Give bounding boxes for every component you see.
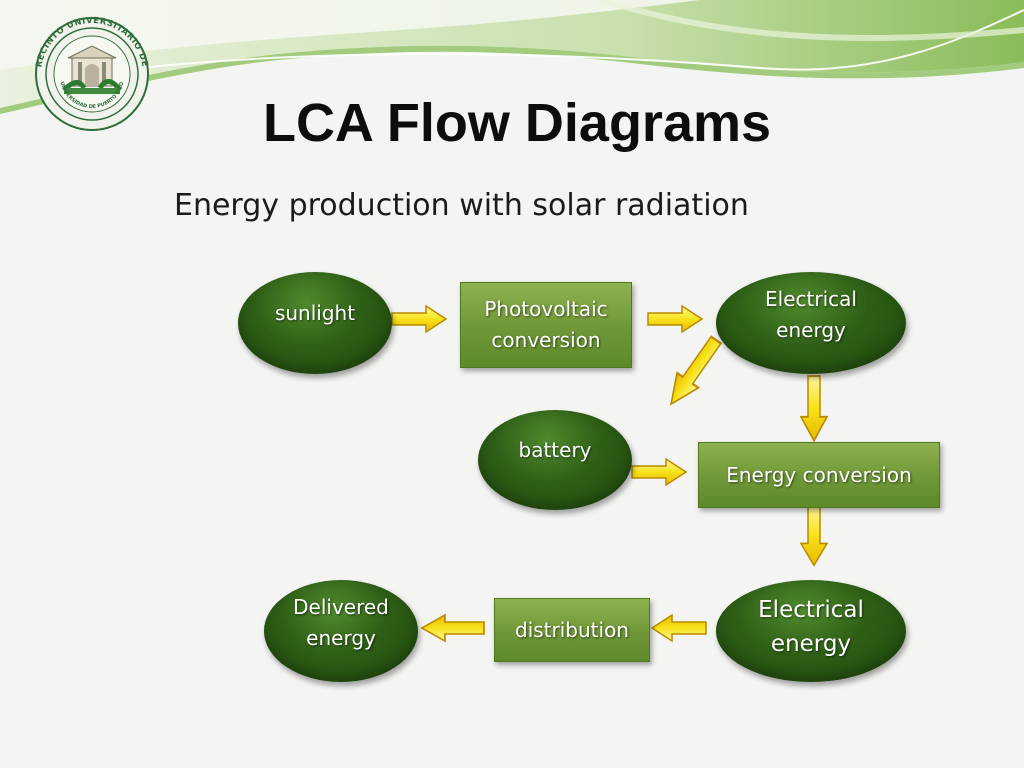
node-delivered-line2: energy	[306, 626, 376, 650]
node-distribution-label: distribution	[515, 617, 629, 642]
node-sunlight-label: sunlight	[274, 300, 356, 325]
node-battery-label: battery	[518, 437, 592, 462]
node-pv-label-line2: conversion	[491, 328, 601, 352]
node-energy-conversion: Energy conversion	[698, 442, 940, 508]
node-electrical-2-line1: Electrical	[758, 597, 864, 623]
node-electrical-1-line2: energy	[776, 318, 846, 342]
university-seal-logo: RECINTO UNIVERSITARIO DE MAYAGÜEZ UNIVER…	[34, 16, 149, 131]
node-pv-label-line1: Photovoltaic	[484, 297, 608, 321]
node-distribution: distribution	[494, 598, 650, 662]
slide-subtitle: Energy production with solar radiation	[174, 188, 749, 223]
node-sunlight: sunlight	[238, 272, 392, 374]
node-electrical-energy-1: Electrical energy	[716, 272, 906, 374]
slide-title: LCA Flow Diagrams	[262, 93, 772, 153]
node-energy-conversion-label: Energy conversion	[726, 462, 912, 487]
node-delivered-line1: Delivered	[293, 595, 389, 619]
node-electrical-2-line2: energy	[770, 631, 852, 657]
node-battery: battery	[478, 410, 632, 510]
node-electrical-1-line1: Electrical	[765, 287, 857, 311]
node-photovoltaic-conversion: Photovoltaic conversion	[460, 282, 632, 368]
node-delivered-energy: Delivered energy	[264, 580, 418, 682]
node-electrical-energy-2: Electrical energy	[716, 580, 906, 682]
